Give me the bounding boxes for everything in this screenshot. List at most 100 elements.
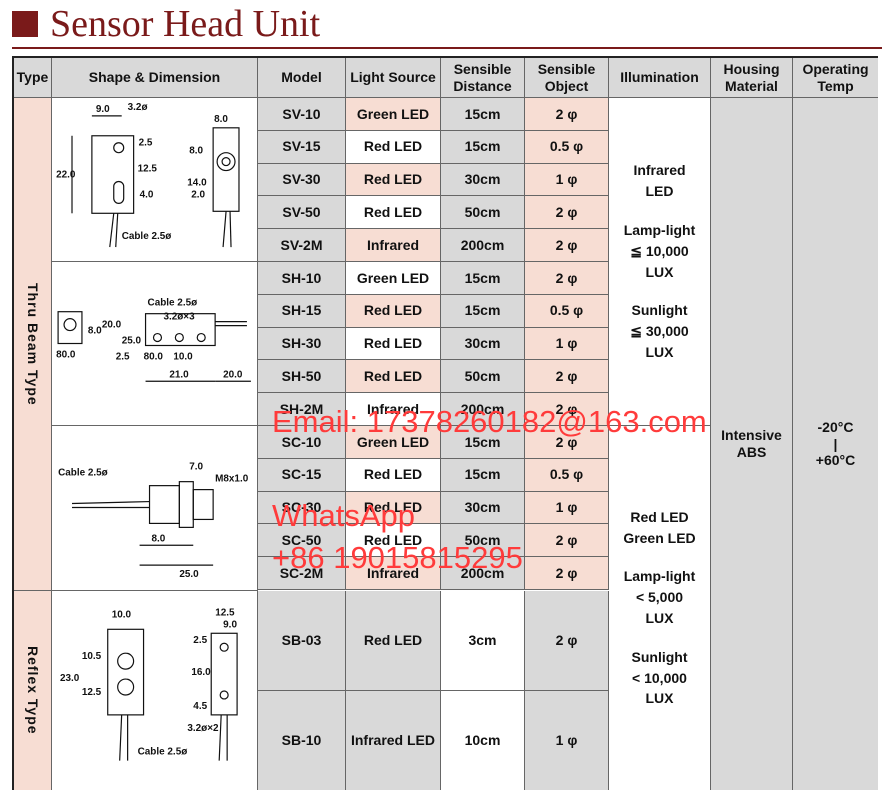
row-sensible-distance: 200cm <box>441 229 525 262</box>
illumination-line: ≦ 30,000 <box>630 323 689 340</box>
sv-dim-hole: 3.2ø <box>128 102 149 113</box>
row-sensible-distance: 30cm <box>441 163 525 197</box>
row-model: SV-50 <box>258 196 346 230</box>
header-housing: Housing Material <box>711 58 793 98</box>
sh-holes-label: 3.2ø×3 <box>163 312 195 323</box>
sh-dim-a: 20.0 <box>102 320 122 331</box>
row-light-source: Green LED <box>346 98 441 131</box>
row-sensible-distance: 3cm <box>441 591 525 691</box>
row-sensible-object: 1 φ <box>525 327 609 361</box>
temp-min: -20°C <box>817 418 854 435</box>
row-model: SH-2M <box>258 393 346 426</box>
row-sensible-distance: 50cm <box>441 360 525 394</box>
sc-thread-label: M8x1.0 <box>215 474 249 485</box>
sc-dimension-drawing: Cable 2.5ø 7.0 M8x1.0 8.0 25.0 <box>58 462 249 580</box>
row-sensible-object: 0.5 φ <box>525 294 609 328</box>
row-sensible-distance: 15cm <box>441 458 525 492</box>
type-reflex-label: Reflex Type <box>24 646 41 735</box>
sb-dim-c: 2.5 <box>193 635 207 646</box>
row-light-source: Red LED <box>346 163 441 197</box>
row-model: SH-10 <box>258 262 346 295</box>
sh-dim-i: 20.0 <box>223 369 243 380</box>
row-sensible-distance: 200cm <box>441 557 525 590</box>
row-sensible-distance: 15cm <box>441 426 525 459</box>
sh-dim-f: 80.0 <box>144 351 164 362</box>
row-sensible-object: 2 φ <box>525 557 609 590</box>
illumination2-line: Green LED <box>623 529 696 546</box>
sh-dim-g: 10.0 <box>173 351 193 362</box>
sh-dim-c: 25.0 <box>122 336 142 347</box>
type-thru-beam-label: Thru Beam Type <box>24 282 41 406</box>
illumination2-line: Red LED <box>630 508 689 525</box>
sc-dim-c: 25.0 <box>179 569 199 580</box>
row-model: SV-2M <box>258 229 346 262</box>
page-title: Sensor Head Unit <box>50 3 321 45</box>
row-sensible-distance: 200cm <box>441 393 525 426</box>
title-rule <box>12 47 882 49</box>
drawing-sv-series: 9.0 3.2ø 2.5 22.0 12.5 4.0 8.0 8.0 14.0 … <box>52 98 258 262</box>
sb-dim-e: 4.5 <box>193 701 207 712</box>
row-light-source: Infrared <box>346 557 441 590</box>
temp-max: +60°C <box>815 452 856 469</box>
row-model: SB-10 <box>258 691 346 790</box>
row-sensible-object: 2 φ <box>525 98 609 131</box>
sv-dim-mid: 12.5 <box>138 164 158 175</box>
drawing-sb-series: 10.0 12.5 9.0 10.5 23.0 12.5 2.5 16.0 4.… <box>52 591 258 790</box>
sb-dim-height: 23.0 <box>60 673 80 684</box>
sh-cable-label: Cable 2.5ø <box>148 298 199 309</box>
row-light-source: Red LED <box>346 130 441 164</box>
housing-material: Intensive ABS <box>711 98 793 790</box>
sv-dim-offset: 2.5 <box>139 138 153 149</box>
row-light-source: Infrared <box>346 229 441 262</box>
row-model: SC-15 <box>258 458 346 492</box>
type-reflex: Reflex Type <box>14 591 52 790</box>
sc-cable-label: Cable 2.5ø <box>58 468 109 479</box>
row-light-source: Red LED <box>346 294 441 328</box>
illumination2-line: Sunlight <box>631 648 688 665</box>
sc-dim-b: 8.0 <box>152 533 166 544</box>
illumination2-line: < 10,000 <box>632 669 687 686</box>
row-sensible-distance: 15cm <box>441 98 525 131</box>
housing-line-2: ABS <box>736 444 767 460</box>
illumination-line: LUX <box>645 263 674 280</box>
row-light-source: Red LED <box>346 591 441 691</box>
row-light-source: Green LED <box>346 262 441 295</box>
row-sensible-object: 1 φ <box>525 491 609 525</box>
row-model: SC-30 <box>258 491 346 525</box>
row-light-source: Red LED <box>346 524 441 558</box>
illumination2-line: < 5,000 <box>635 589 684 606</box>
row-sensible-distance: 30cm <box>441 491 525 525</box>
row-light-source: Red LED <box>346 491 441 525</box>
sh-dim-b: 8.0 <box>88 326 102 337</box>
header-model: Model <box>258 58 346 98</box>
type-thru-beam: Thru Beam Type <box>14 98 52 591</box>
row-sensible-object: 2 φ <box>525 393 609 426</box>
illumination2-line: Lamp-light <box>623 568 696 585</box>
illumination-line: Infrared <box>633 162 686 179</box>
illumination-line: Lamp-light <box>623 221 696 238</box>
illumination-line: Sunlight <box>631 302 688 319</box>
row-model: SH-30 <box>258 327 346 361</box>
sb-dim-d: 16.0 <box>191 667 211 678</box>
sb-dim-width: 10.0 <box>112 609 132 620</box>
title-bullet <box>12 11 38 37</box>
sb-dim-side-b: 9.0 <box>223 619 237 630</box>
row-sensible-object: 2 φ <box>525 426 609 459</box>
sh-dim-e: 2.5 <box>116 351 130 362</box>
row-sensible-object: 2 φ <box>525 196 609 230</box>
illumination-line: LED <box>645 183 674 200</box>
sc-dim-a: 7.0 <box>189 462 203 473</box>
spec-table: Type Shape & Dimension Model Light Sourc… <box>12 56 878 790</box>
sb-dim-side-width: 12.5 <box>215 607 235 618</box>
row-model: SV-15 <box>258 130 346 164</box>
sb-dimension-drawing: 10.0 12.5 9.0 10.5 23.0 12.5 2.5 16.0 4.… <box>60 607 238 761</box>
row-light-source: Green LED <box>346 426 441 459</box>
sv-cable-label: Cable 2.5ø <box>122 231 173 242</box>
row-sensible-object: 2 φ <box>525 360 609 394</box>
sv-dim-side-b: 14.0 <box>187 177 207 188</box>
drawing-sh-series: Cable 2.5ø 3.2ø×3 20.0 8.0 25.0 80.0 2.5… <box>52 262 258 426</box>
sb-dim-a: 10.5 <box>82 651 102 662</box>
header-sensible-object: Sensible Object <box>525 58 609 98</box>
sv-dim-slot: 4.0 <box>140 189 154 200</box>
